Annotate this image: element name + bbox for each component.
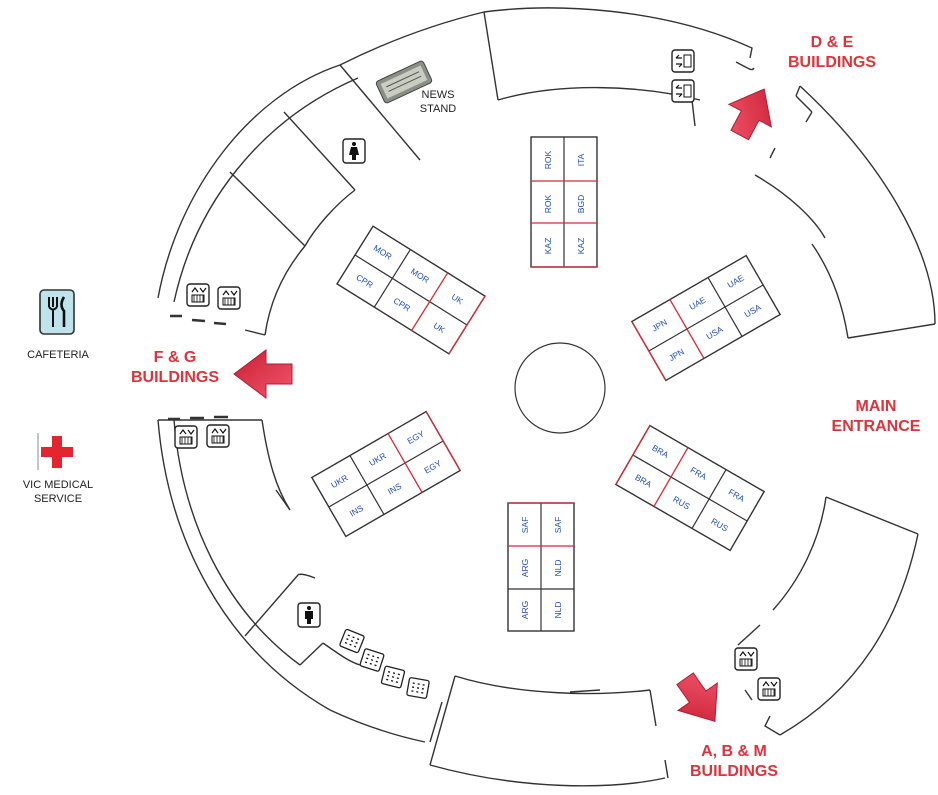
center-rotunda	[514, 342, 606, 434]
elevator-icon	[206, 424, 230, 448]
direction-arrow-icon	[233, 349, 293, 399]
escalator-icon	[671, 79, 695, 103]
desk-table-top: ROK ITA ROK BGD KAZ KAZ	[530, 136, 598, 268]
desk-table-lower-right: BRA BRA FRA RUS FRA RUS	[614, 424, 766, 552]
desk-label: KAZ	[543, 238, 553, 255]
main-entrance-label: ENTRANCE	[832, 418, 921, 435]
outer-walls	[157, 7, 936, 787]
doorway-markers	[168, 314, 228, 421]
elevator-icon	[174, 425, 198, 449]
women-restroom-icon	[342, 138, 366, 164]
vic-medical-label: SERVICE	[34, 493, 82, 505]
de-buildings-label: D & E	[811, 34, 854, 51]
cafeteria-label: CAFETERIA	[27, 349, 89, 361]
men-restroom-icon	[297, 602, 321, 628]
telephone-icon	[380, 665, 406, 689]
desk-label: NLD	[553, 559, 563, 576]
vic-medical-label: VIC MEDICAL	[23, 479, 93, 491]
desk-table-upper-left: MOR CPR MOR CPR UK UK	[336, 225, 486, 355]
elevator-icon	[217, 286, 241, 310]
desk-table-lower-left: UKR INS UKR INS EGY EGY	[310, 410, 462, 538]
fg-buildings-label: BUILDINGS	[131, 369, 219, 386]
telephone-icon	[359, 648, 385, 672]
desk-table-upper-right: JPN JPN UAE USA UAE USA	[630, 254, 782, 382]
direction-arrow-icon	[727, 88, 772, 141]
elevator-icon	[734, 647, 758, 671]
news-stand-label: NEWS	[422, 89, 455, 101]
desk-label: KAZ	[576, 238, 586, 255]
direction-arrow-icon	[676, 672, 718, 722]
desk-label: ROK	[543, 194, 553, 213]
red-cross-icon	[37, 433, 73, 470]
desk-label: ROK	[543, 150, 553, 169]
telephone-icon	[406, 677, 430, 699]
elevator-icon	[186, 283, 210, 307]
desk-label: SAF	[520, 517, 530, 534]
abm-buildings-label: A, B & M	[701, 743, 767, 760]
desk-table-bottom: SAF SAF ARG NLD ARG NLD	[507, 502, 575, 632]
desk-label: ARG	[520, 559, 530, 577]
desk-label: ARG	[520, 601, 530, 619]
desk-label: NLD	[553, 601, 563, 618]
main-entrance-label: MAIN	[856, 398, 897, 415]
desk-label: ITA	[576, 153, 586, 166]
de-buildings-label: BUILDINGS	[788, 54, 876, 71]
fg-buildings-label: F & G	[154, 349, 197, 366]
escalator-icon	[671, 49, 695, 73]
telephone-icon	[339, 628, 365, 654]
desk-label: SAF	[553, 517, 563, 534]
news-stand-label: STAND	[420, 103, 457, 115]
elevator-icon	[757, 677, 781, 701]
newspaper-icon	[375, 60, 433, 104]
fork-knife-icon	[39, 289, 75, 335]
desk-label: BGD	[576, 195, 586, 213]
abm-buildings-label: BUILDINGS	[690, 763, 778, 780]
